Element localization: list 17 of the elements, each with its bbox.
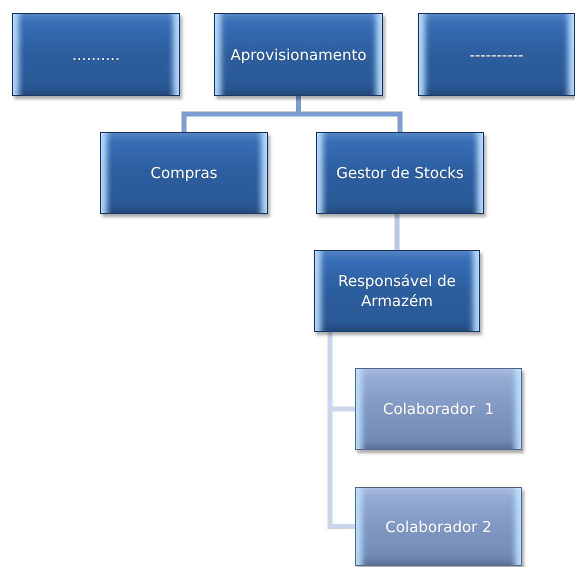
role-label: Colaborador 2 (384, 516, 493, 536)
role-label: Aprovisionamento (229, 44, 368, 64)
org-box (314, 250, 480, 332)
org-box (100, 132, 268, 214)
org-box (355, 487, 522, 566)
role-label: .......... (71, 44, 121, 64)
org-box (214, 13, 383, 96)
org-box (316, 132, 484, 214)
role-label: Responsável de Armazém (337, 271, 457, 311)
org-box (418, 13, 575, 96)
org-box (355, 368, 522, 450)
role-label: Colaborador 1 (382, 399, 495, 419)
connector-line (394, 214, 400, 250)
org-box (12, 13, 180, 96)
role-label: Gestor de Stocks (335, 163, 465, 183)
role-label: ---------- (468, 44, 525, 64)
role-label: Compras (150, 163, 218, 183)
